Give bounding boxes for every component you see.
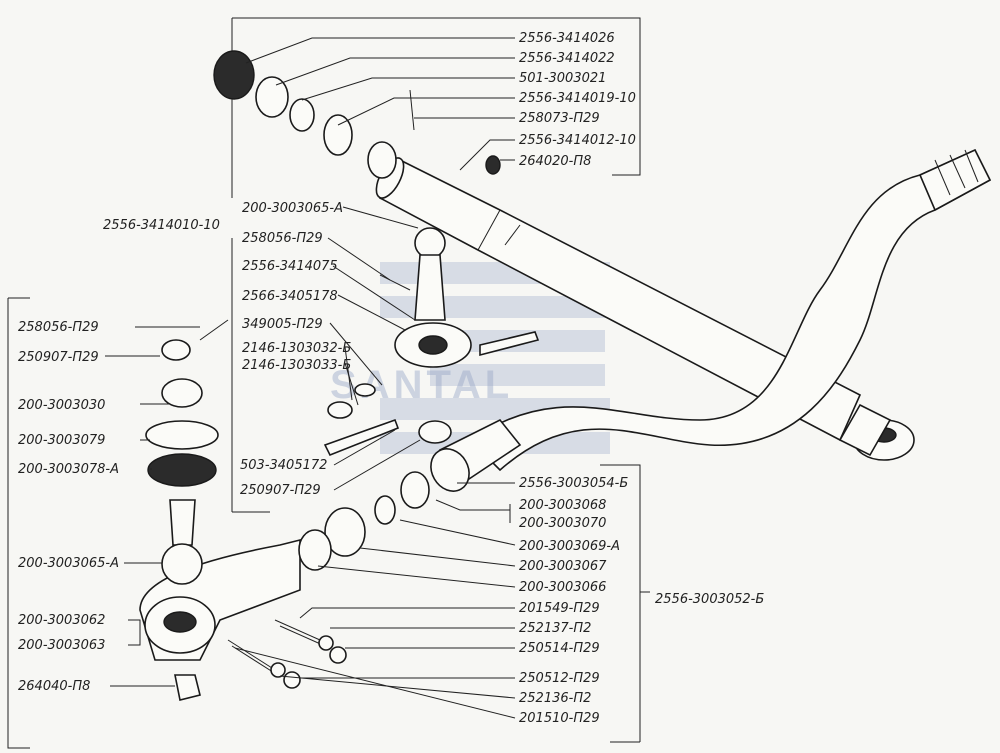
- label-200-3003070: 200-3003070: [519, 516, 606, 531]
- drag-link-tube: [375, 157, 915, 461]
- label-200-3003065-a-left: 200-3003065-А: [18, 556, 119, 571]
- label-200-3003066: 200-3003066: [519, 580, 606, 595]
- label-501-3003021: 501-3003021: [519, 71, 606, 86]
- label-250907-p29-mid: 250907-П29: [240, 483, 321, 498]
- label-2556-3414022: 2556-3414022: [519, 51, 615, 66]
- label-252137-p2: 252137-П2: [519, 621, 591, 636]
- label-2146-1303032-b: 2146-1303032-Б: [242, 341, 351, 356]
- label-2146-1303033-b: 2146-1303033-Б: [242, 358, 351, 373]
- label-2556-3414012-10: 2556-3414012-10: [519, 133, 636, 148]
- label-258073-p29: 258073-П29: [519, 111, 600, 126]
- leader-lines: [105, 37, 516, 719]
- label-200-3003079: 200-3003079: [18, 433, 105, 448]
- label-252136-p2: 252136-П2: [519, 691, 591, 706]
- label-200-3003065-a-top: 200-3003065-А: [242, 201, 343, 216]
- bracket-frames: [7, 17, 650, 749]
- top-small-parts: [213, 50, 501, 179]
- label-258056-p29-mid: 258056-П29: [242, 231, 323, 246]
- label-250514-p29: 250514-П29: [519, 641, 600, 656]
- ball-stud-assembly: [323, 227, 540, 457]
- label-200-3003067: 200-3003067: [519, 559, 607, 574]
- label-2556-3003054-b: 2556-3003054-Б: [519, 476, 628, 491]
- label-264040-p8: 264040-П8: [18, 679, 90, 694]
- label-250512-p29: 250512-П29: [519, 671, 600, 686]
- label-2556-3003052-b: 2556-3003052-Б: [655, 592, 764, 607]
- label-200-3003068: 200-3003068: [519, 498, 606, 513]
- lower-bolts: [227, 619, 347, 689]
- label-2556-3414026: 2556-3414026: [519, 31, 615, 46]
- label-200-3003030: 200-3003030: [18, 398, 105, 413]
- label-503-3405172: 503-3405172: [240, 458, 327, 473]
- watermark-text: SANTAL: [330, 363, 513, 407]
- label-2566-3405178: 2566-3405178: [242, 289, 338, 304]
- label-2556-3414019-10: 2556-3414019-10: [519, 91, 636, 106]
- tie-rod-curved: [468, 148, 992, 472]
- label-258056-p29-left: 258056-П29: [18, 320, 99, 335]
- label-200-3003078-a: 200-3003078-А: [18, 462, 119, 477]
- label-200-3003062: 200-3003062: [18, 613, 105, 628]
- label-264020-p8: 264020-П8: [519, 154, 591, 169]
- label-2556-3414075: 2556-3414075: [242, 259, 338, 274]
- label-201510-p29: 201510-П29: [519, 711, 600, 726]
- lower-rod-end: [139, 418, 522, 661]
- label-250907-p29-left: 250907-П29: [18, 350, 99, 365]
- label-200-3003063: 200-3003063: [18, 638, 105, 653]
- label-2556-3414010-10: 2556-3414010-10: [103, 218, 220, 233]
- part-labels: 2556-3414026 2556-3414022 501-3003021 25…: [18, 31, 764, 726]
- label-200-3003069-a: 200-3003069-А: [519, 539, 620, 554]
- label-201549-p29: 201549-П29: [519, 601, 600, 616]
- label-349005-p29: 349005-П29: [242, 317, 323, 332]
- left-stack-parts: [145, 319, 229, 701]
